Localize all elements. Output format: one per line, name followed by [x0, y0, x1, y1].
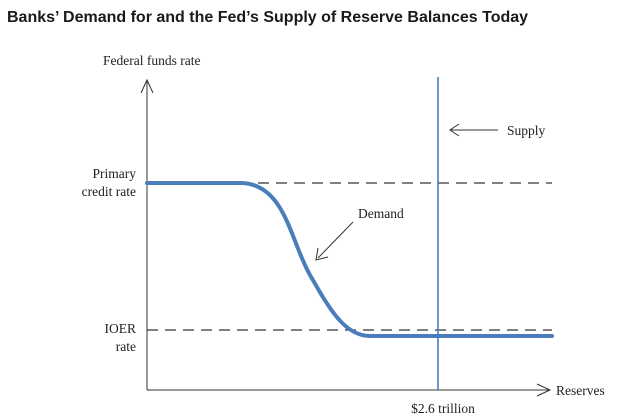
chart-title: Banks’ Demand for and the Fed’s Supply o…: [7, 9, 528, 26]
ioer-rate-label-line1: IOER: [105, 321, 137, 336]
supply-arrow-head: [449, 123, 460, 137]
x-axis-label: Reserves: [556, 383, 605, 398]
ioer-rate-label-line2: rate: [116, 339, 136, 354]
y-axis-label: Federal funds rate: [103, 53, 200, 68]
supply-x-tick-label: $2.6 trillion: [411, 401, 475, 416]
primary-credit-rate-label-line1: Primary: [93, 166, 137, 181]
x-axis-arrow: [536, 383, 552, 397]
demand-label: Demand: [358, 206, 404, 221]
supply-label: Supply: [507, 123, 546, 138]
demand-curve: [145, 181, 554, 338]
demand-arrow-head: [315, 247, 329, 261]
y-axis-arrow: [140, 78, 154, 94]
demand-arrow-shaft: [317, 221, 354, 259]
primary-credit-rate-label-line2: credit rate: [82, 184, 136, 199]
